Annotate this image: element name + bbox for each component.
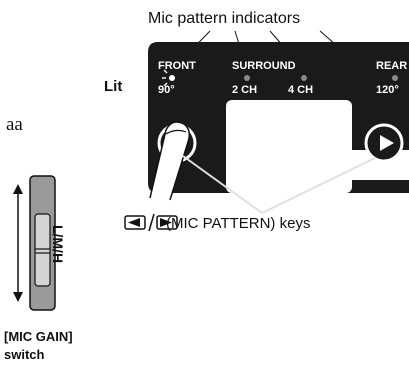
lit-label: Lit — [104, 78, 123, 95]
led-2ch — [244, 75, 250, 81]
switch-position-label: L/M/H — [50, 224, 66, 264]
keys-caption: (MIC PATTERN) keys — [166, 215, 311, 232]
led-front — [169, 75, 175, 81]
up-arrow-icon — [13, 184, 23, 194]
surround-label: SURROUND — [232, 60, 296, 72]
led-rear — [392, 75, 398, 81]
right-key-icon-arrow — [160, 218, 172, 227]
2ch-label: 2 CH — [232, 84, 258, 96]
leader-line-right-key — [261, 157, 376, 214]
switch-label: switch — [4, 347, 45, 362]
led-4ch — [301, 75, 307, 81]
rear-label: REAR — [376, 60, 408, 72]
slash-separator — [148, 213, 155, 232]
down-arrow-icon — [13, 292, 23, 302]
fingernail — [165, 129, 187, 135]
front-angle-label: 90° — [158, 84, 175, 96]
lit-ray-3 — [163, 82, 168, 87]
panel-window — [226, 100, 352, 193]
left-key-icon-arrow — [128, 218, 140, 227]
switch-knob — [34, 213, 51, 287]
mic-gain-label: [MIC GAIN] — [4, 329, 73, 344]
front-label: FRONT — [158, 60, 196, 72]
right-arrow-icon — [380, 135, 394, 151]
diagram-title: Mic pattern indicators — [148, 10, 301, 27]
rear-angle-label: 120° — [376, 84, 399, 96]
partial-text: aa — [6, 114, 23, 135]
leader-line-left-key — [182, 155, 263, 214]
lit-ray-2 — [163, 69, 168, 74]
finger-icon — [149, 121, 191, 201]
4ch-label: 4 CH — [288, 84, 314, 96]
